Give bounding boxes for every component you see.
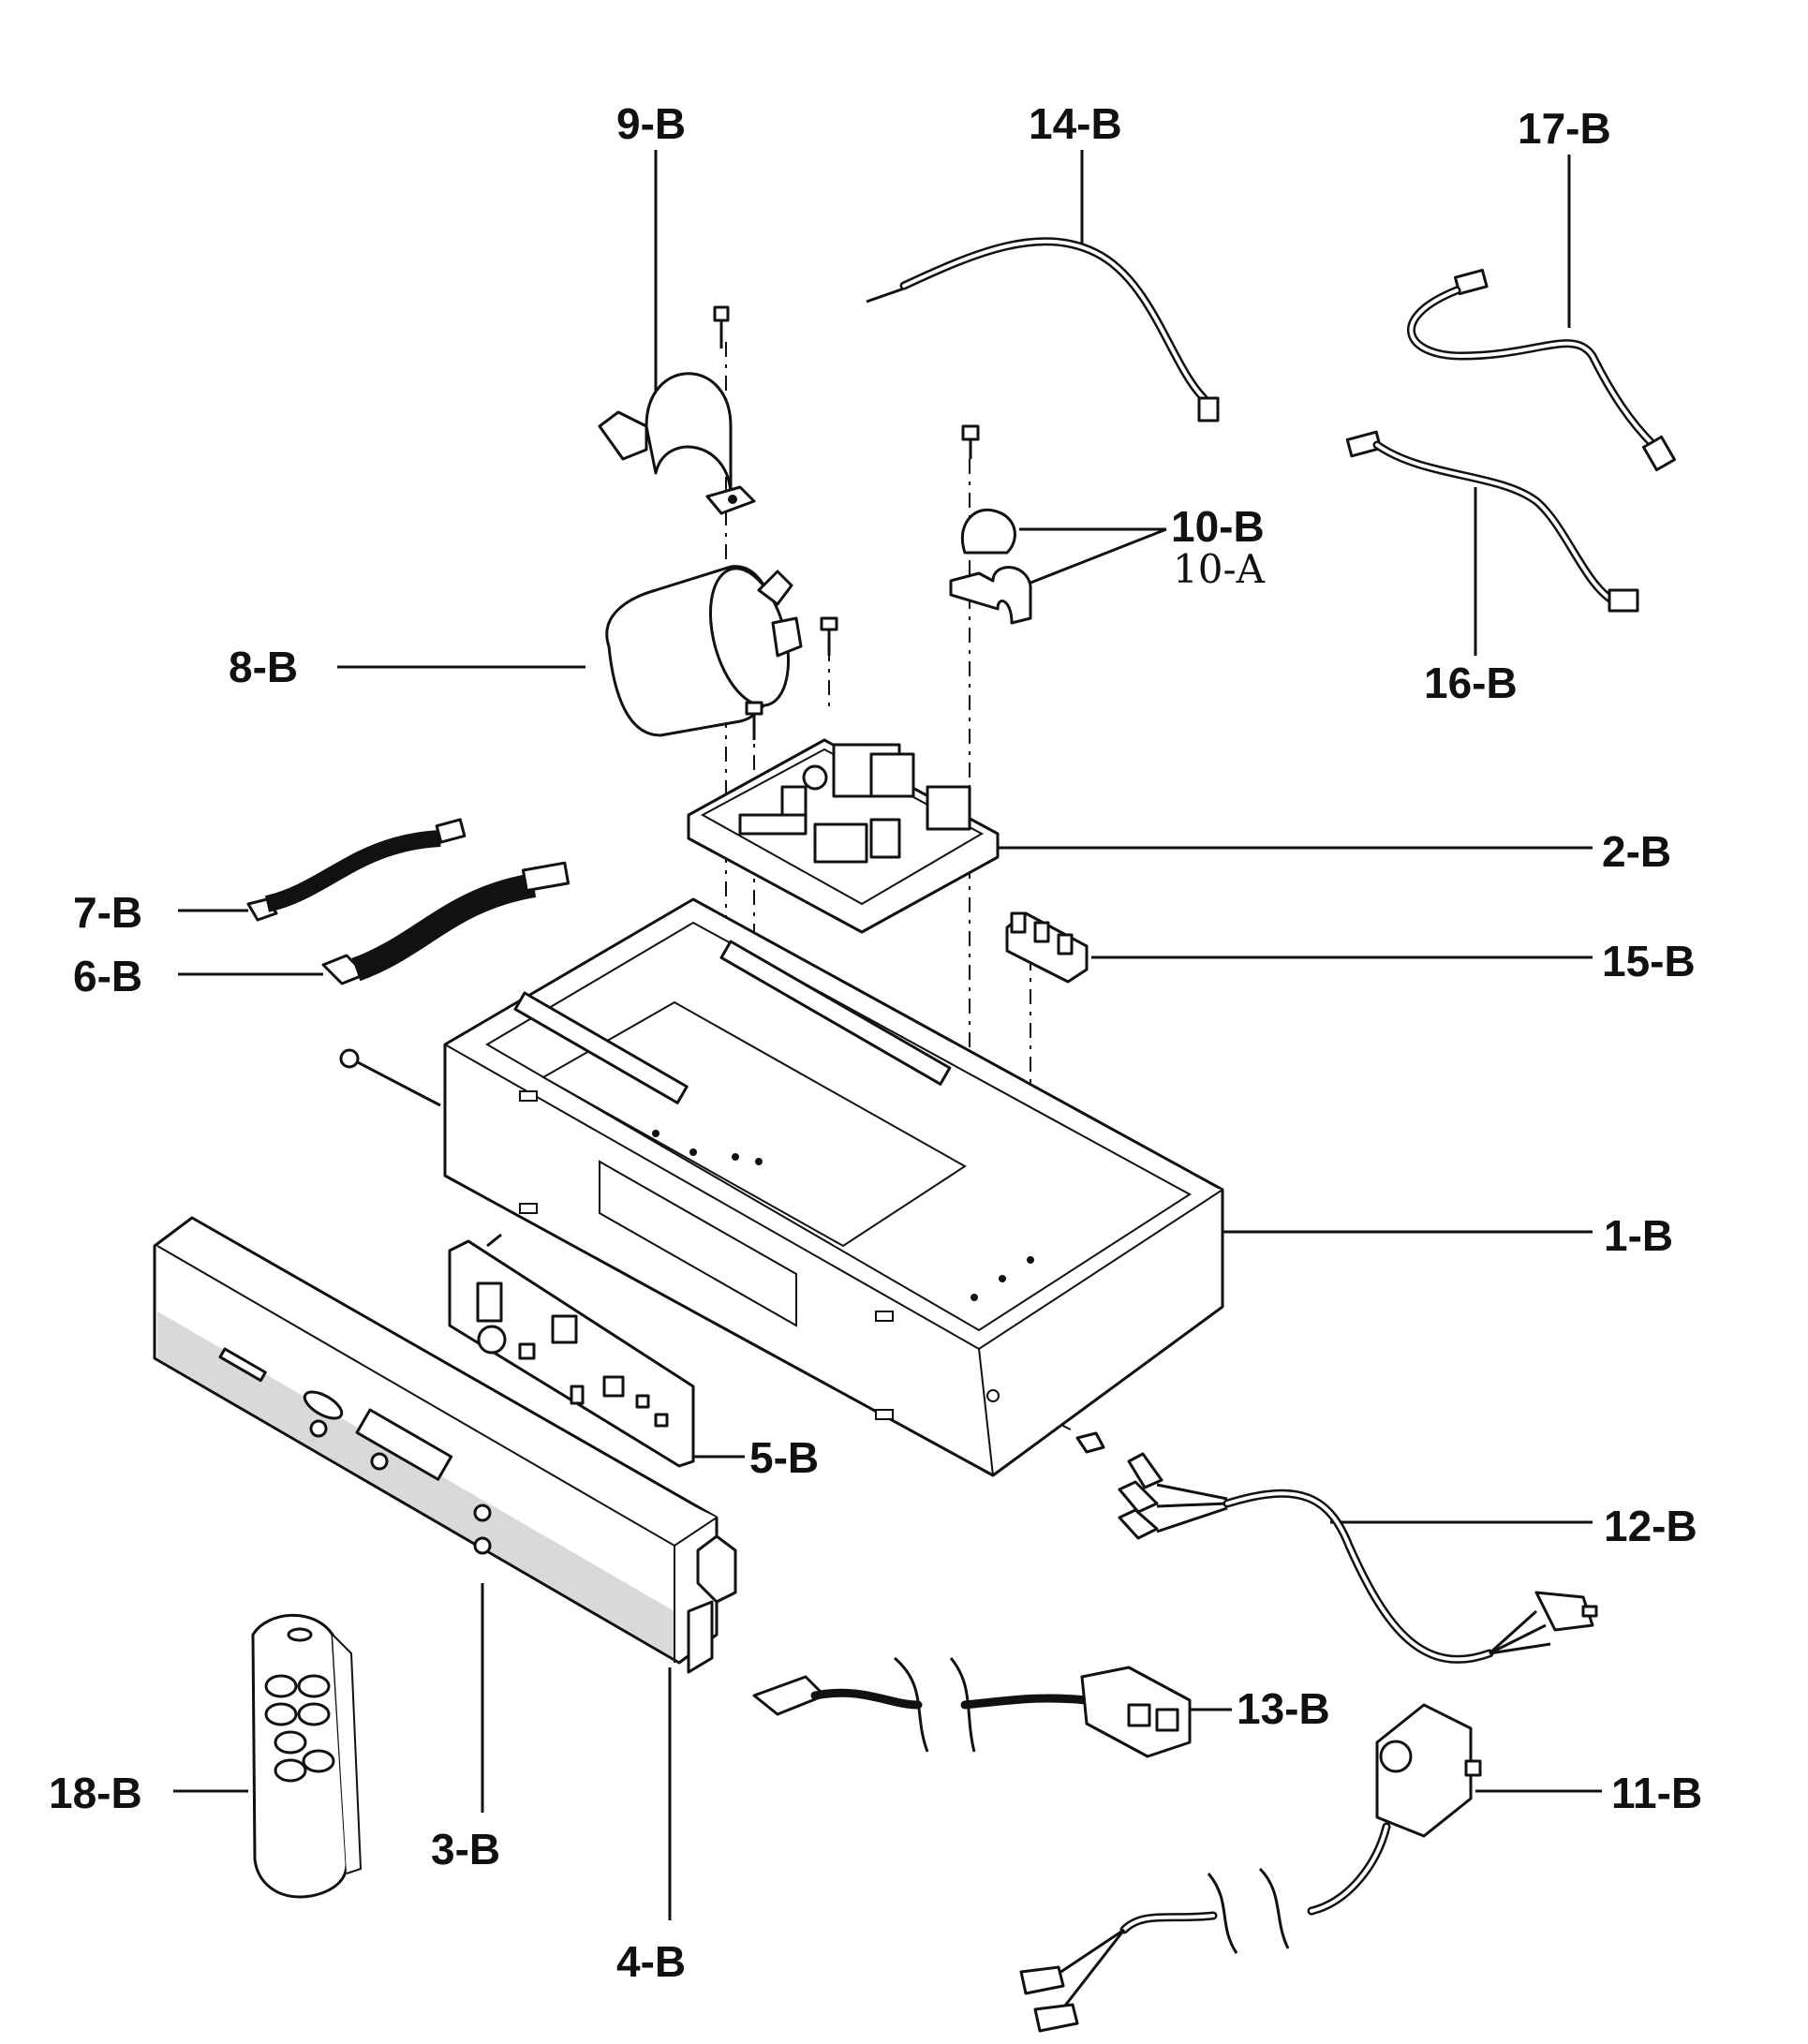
power-harness — [1118, 1452, 1598, 1664]
label-13-b: 13-B — [1237, 1684, 1330, 1733]
label-15-b: 15-B — [1602, 937, 1696, 985]
ribbon-cable-6b — [321, 861, 571, 985]
wire-harness-16b — [1345, 430, 1639, 613]
label-17-b: 17-B — [1518, 104, 1611, 153]
label-10-b: 10-B — [1171, 502, 1265, 551]
label-7-b: 7-B — [73, 888, 142, 937]
label-3-b: 3-B — [431, 1825, 500, 1874]
label-11-b: 11-B — [1611, 1769, 1702, 1817]
label-8-b: 8-B — [229, 643, 298, 691]
sensor-assembly — [1019, 1703, 1482, 2033]
run-capacitor — [605, 565, 803, 737]
remote-control — [251, 1613, 363, 1899]
label-1-b: 1-B — [1604, 1211, 1673, 1260]
label-10-a: 10-A — [1173, 546, 1266, 592]
terminal-block — [1005, 911, 1089, 984]
label-2-b: 2-B — [1602, 827, 1671, 876]
wire-harness-17b — [1407, 268, 1677, 472]
leader-lines — [173, 150, 1602, 1920]
display-pcb — [448, 1233, 695, 1468]
ribbon-cable-7b — [246, 818, 467, 922]
control-box-housing — [339, 897, 1224, 1477]
connector-harness — [752, 1656, 1192, 1758]
label-4-b: 4-B — [616, 1937, 686, 1986]
wire-clamps — [949, 424, 1032, 625]
label-5-b: 5-B — [749, 1433, 819, 1482]
label-18-b: 18-B — [49, 1769, 142, 1817]
label-9-b: 9-B — [616, 99, 686, 148]
label-16-b: 16-B — [1424, 659, 1518, 707]
label-12-b: 12-B — [1604, 1502, 1697, 1550]
front-control-panel — [153, 1216, 737, 1674]
label-6-b: 6-B — [73, 952, 142, 1000]
wire-harness-14b — [866, 237, 1220, 422]
label-14-b: 14-B — [1029, 99, 1122, 148]
capacitor-strap — [598, 305, 756, 515]
control-board — [687, 616, 1000, 934]
